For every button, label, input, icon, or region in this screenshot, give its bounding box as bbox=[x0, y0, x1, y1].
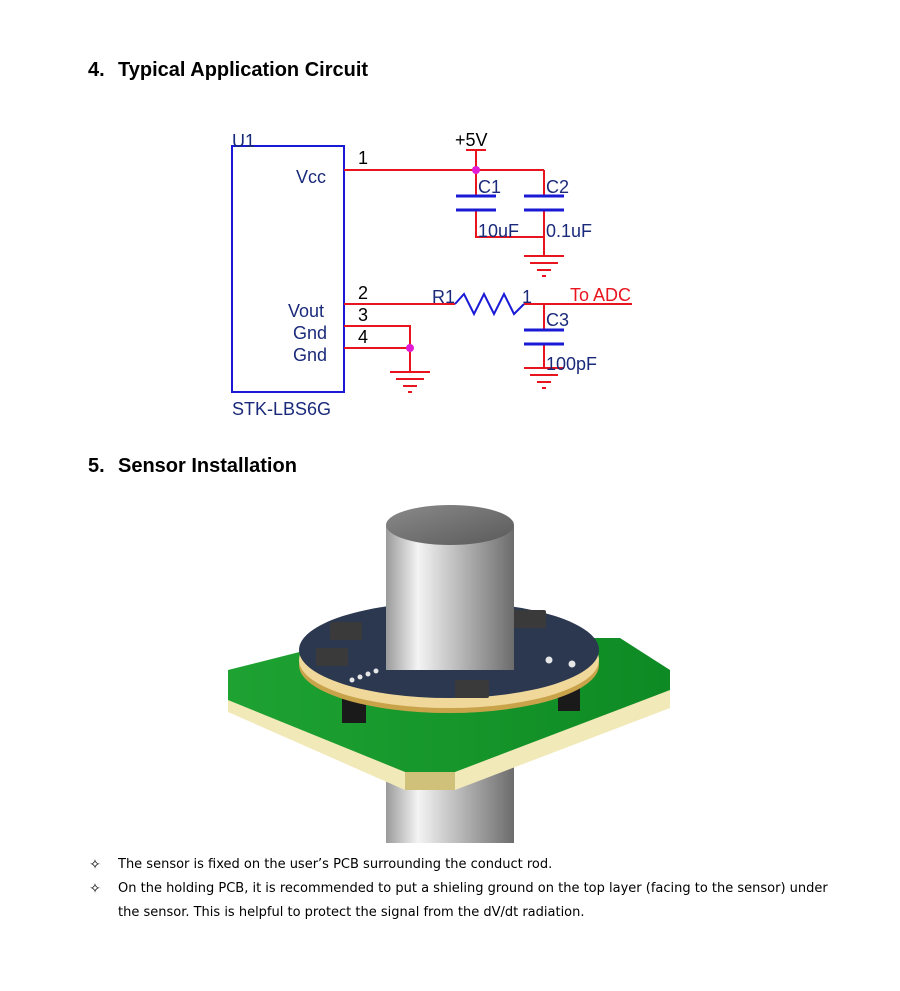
r1-ref: R1 bbox=[432, 287, 455, 307]
pin-label-gnd-2: Gnd bbox=[293, 345, 327, 365]
section-4-number: 4. bbox=[88, 59, 105, 81]
section-4-title: Typical Application Circuit bbox=[118, 59, 369, 81]
pin-label-vcc: Vcc bbox=[296, 167, 326, 187]
c3-value: 100pF bbox=[546, 354, 597, 374]
rod-top-face bbox=[386, 505, 514, 545]
c1-value: 10uF bbox=[478, 221, 519, 241]
section-5-title: Sensor Installation bbox=[118, 455, 297, 477]
c1-capacitor-symbol bbox=[456, 194, 496, 212]
ground-icon bbox=[524, 367, 564, 389]
pin-number-3: 3 bbox=[358, 305, 368, 325]
bullet-star-icon: ✧ bbox=[89, 881, 101, 897]
sensor-chip bbox=[330, 622, 362, 640]
sensor-chip bbox=[316, 648, 348, 666]
u1-body bbox=[231, 145, 345, 393]
section-4-heading: 4. Typical Application Circuit bbox=[88, 59, 368, 82]
sensor-chip bbox=[455, 680, 489, 698]
section-5-heading: 5. Sensor Installation bbox=[88, 455, 297, 478]
pin-number-2: 2 bbox=[358, 283, 368, 303]
installation-notes: ✧ The sensor is fixed on the user’s PCB … bbox=[88, 853, 848, 925]
c3-capacitor-symbol bbox=[524, 328, 564, 346]
c1-ref: C1 bbox=[478, 177, 501, 197]
pin-number-1: 1 bbox=[358, 148, 368, 168]
c3-ref: C3 bbox=[546, 310, 569, 330]
junction-vcc bbox=[472, 166, 480, 174]
list-item-text: The sensor is fixed on the user’s PCB su… bbox=[118, 857, 553, 872]
sensor-chip bbox=[512, 610, 546, 628]
wires bbox=[344, 150, 632, 372]
section-5-number: 5. bbox=[88, 455, 105, 477]
supply-label: +5V bbox=[455, 130, 488, 150]
c2-value: 0.1uF bbox=[546, 221, 592, 241]
rod-upper bbox=[386, 525, 514, 670]
r1-pin-number: 1 bbox=[522, 287, 532, 307]
junction-gnd bbox=[406, 344, 414, 352]
c2-ref: C2 bbox=[546, 177, 569, 197]
u1-part-label: STK-LBS6G bbox=[232, 399, 331, 419]
bullet-star-icon: ✧ bbox=[89, 857, 101, 873]
pin-label-gnd-1: Gnd bbox=[293, 323, 327, 343]
sensor-pads bbox=[349, 656, 576, 683]
list-item: ✧ The sensor is fixed on the user’s PCB … bbox=[88, 853, 848, 877]
list-item-text: On the holding PCB, it is recommended to… bbox=[118, 881, 828, 920]
pin-number-4: 4 bbox=[358, 327, 368, 347]
r1-resistor-symbol bbox=[454, 291, 525, 317]
u1-refdes: U1 bbox=[232, 131, 255, 151]
list-item: ✧ On the holding PCB, it is recommended … bbox=[88, 877, 848, 925]
output-net-label: To ADC bbox=[570, 285, 631, 305]
ground-icon bbox=[524, 255, 564, 277]
ground-icon bbox=[390, 371, 430, 393]
application-circuit-schematic: U1 STK-LBS6G Vcc Vout Gnd Gnd 1 2 3 4 +5… bbox=[231, 130, 632, 419]
pin-label-vout: Vout bbox=[288, 301, 324, 321]
c2-capacitor-symbol bbox=[524, 194, 564, 212]
